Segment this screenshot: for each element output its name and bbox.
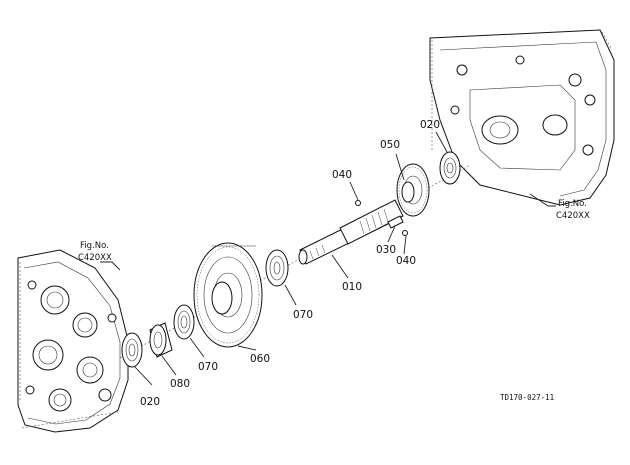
label-070-left: 070 — [198, 361, 218, 373]
label-040-lower: 040 — [396, 255, 416, 267]
fig-ref-left-line1: Fig.No. — [80, 241, 109, 251]
label-060: 060 — [250, 353, 270, 365]
part-050-small-gear — [396, 163, 430, 217]
left-housing — [17, 249, 129, 433]
label-020-left: 020 — [140, 396, 160, 408]
part-040-balls — [355, 200, 408, 236]
label-080: 080 — [170, 378, 190, 390]
label-010: 010 — [342, 281, 362, 293]
label-030: 030 — [376, 244, 396, 256]
part-020-left-bearing — [121, 332, 143, 368]
label-040-upper: 040 — [332, 169, 352, 181]
fig-ref-right-line1: Fig.No. — [558, 199, 587, 209]
part-030-pin — [387, 215, 404, 229]
part-080-collar — [149, 322, 173, 358]
label-050: 050 — [380, 139, 400, 151]
part-070-right-bearing — [265, 249, 289, 287]
label-070-right: 070 — [293, 309, 313, 321]
fig-ref-right-line2: C420XX — [556, 211, 590, 221]
part-010-shaft — [298, 199, 404, 265]
fig-ref-left-line2: C420XX — [78, 253, 112, 263]
leader-lines — [100, 131, 556, 386]
drawing-code: TD170-027-11 — [500, 393, 554, 402]
right-housing — [429, 29, 615, 206]
part-020-right-bearing — [439, 151, 461, 185]
label-020-right: 020 — [420, 119, 440, 131]
part-060-large-gear — [193, 242, 263, 348]
part-070-left-bearing — [173, 304, 195, 340]
